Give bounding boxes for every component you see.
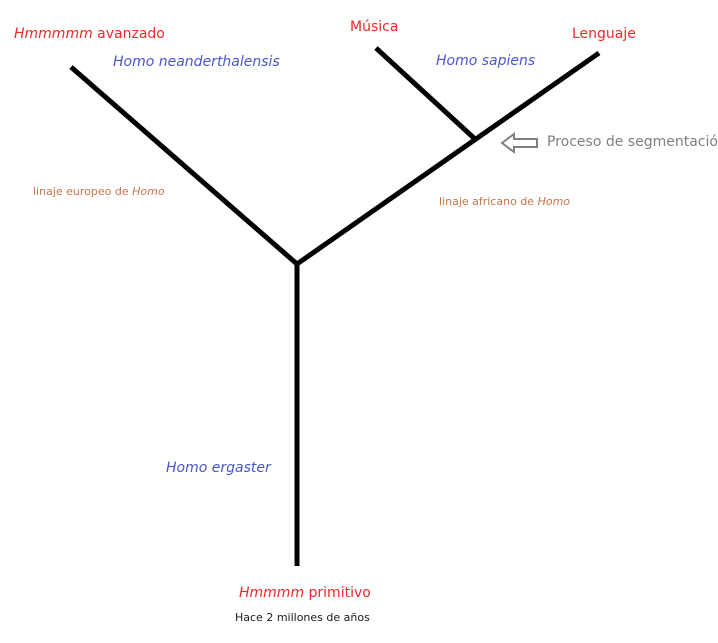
sapiens-branch <box>374 46 477 141</box>
musica-label: Música <box>350 19 399 35</box>
european-lineage-homo: Homo <box>132 185 165 198</box>
lenguaje-label: Lenguaje <box>572 26 636 42</box>
african-lineage-prefix: linaje africano de <box>439 195 538 208</box>
left-arrow-outline-icon <box>500 132 538 154</box>
segmentation-process-label: Proceso de segmentación <box>547 134 718 150</box>
european-branch <box>69 65 299 266</box>
sapiens-label: Homo sapiens <box>436 53 536 69</box>
primitive-hmmmm-rest: primitivo <box>304 585 371 601</box>
european-lineage-label: linaje europeo de Homo <box>33 186 165 197</box>
primitive-hmmmm-italic: Hmmmm <box>239 585 305 601</box>
primitive-hmmmm-label: Hmmmm primitivo <box>239 586 371 600</box>
neanderthalensis-label: Homo neanderthalensis <box>113 54 280 70</box>
advanced-hmmmmm-rest: avanzado <box>92 26 165 42</box>
european-lineage-prefix: linaje europeo de <box>33 185 133 198</box>
african-branch <box>295 50 601 267</box>
ergaster-label: Homo ergaster <box>166 460 271 476</box>
advanced-hmmmmm-italic: Hmmmmm <box>14 26 93 42</box>
african-lineage-label: linaje africano de Homo <box>439 196 570 207</box>
african-lineage-homo: Homo <box>537 195 571 208</box>
advanced-hmmmmm-label: Hmmmmm avanzado <box>14 27 165 41</box>
time-label: Hace 2 millones de años <box>235 611 370 624</box>
